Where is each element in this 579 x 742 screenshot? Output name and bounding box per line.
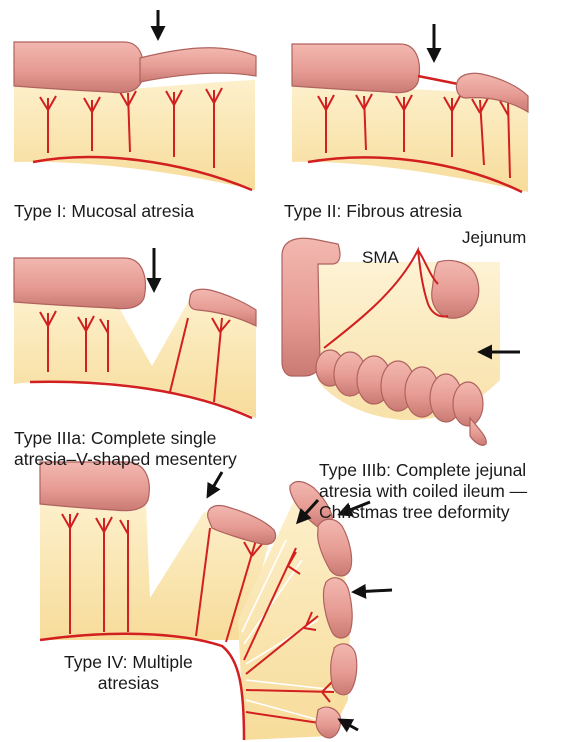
type-iiib-sma-label: SMA bbox=[362, 247, 399, 268]
type-iiia-proximal-bowel bbox=[14, 258, 145, 309]
type-i-distal-bowel bbox=[140, 48, 256, 82]
type-iiib-caption: Type IIIb: Complete jejunal atresia with… bbox=[319, 460, 527, 523]
type-iiib-caption-line-2: atresia with coiled ileum — bbox=[319, 481, 527, 502]
type-iv-arrow-5 bbox=[340, 720, 358, 730]
type-ii-proximal-bowel bbox=[292, 44, 419, 93]
type-iv-arrow-1 bbox=[208, 472, 222, 496]
type-iiia-panel bbox=[14, 248, 256, 418]
type-iv-caption: Type IV: Multiple atresias bbox=[64, 652, 193, 694]
type-ii-caption: Type II: Fibrous atresia bbox=[284, 201, 462, 222]
type-iiib-panel bbox=[282, 238, 520, 445]
type-iv-caption-line-2: atresias bbox=[64, 673, 193, 694]
type-iv-arrow-4 bbox=[354, 590, 392, 592]
type-iiib-caption-line-3: Christmas tree deformity bbox=[319, 502, 527, 523]
type-i-proximal-bowel bbox=[14, 42, 143, 93]
type-i-caption: Type I: Mucosal atresia bbox=[14, 201, 194, 222]
type-iiia-caption-line-1: Type IIIa: Complete single bbox=[14, 428, 237, 449]
type-iiia-caption: Type IIIa: Complete single atresia–V-sha… bbox=[14, 428, 237, 470]
type-iiib-caption-line-1: Type IIIb: Complete jejunal bbox=[319, 460, 527, 481]
type-iv-caption-line-1: Type IV: Multiple bbox=[64, 652, 193, 673]
type-iiia-mesentery bbox=[14, 296, 256, 418]
type-iiib-jejunum-label: Jejunum bbox=[462, 227, 526, 248]
type-iiia-caption-line-2: atresia–V-shaped mesentery bbox=[14, 449, 237, 470]
type-iiib-jejunum-blind-end bbox=[432, 261, 479, 319]
type-i-panel bbox=[14, 10, 256, 190]
type-ii-fibrous-cord bbox=[418, 76, 458, 84]
type-ii-panel bbox=[292, 24, 528, 192]
